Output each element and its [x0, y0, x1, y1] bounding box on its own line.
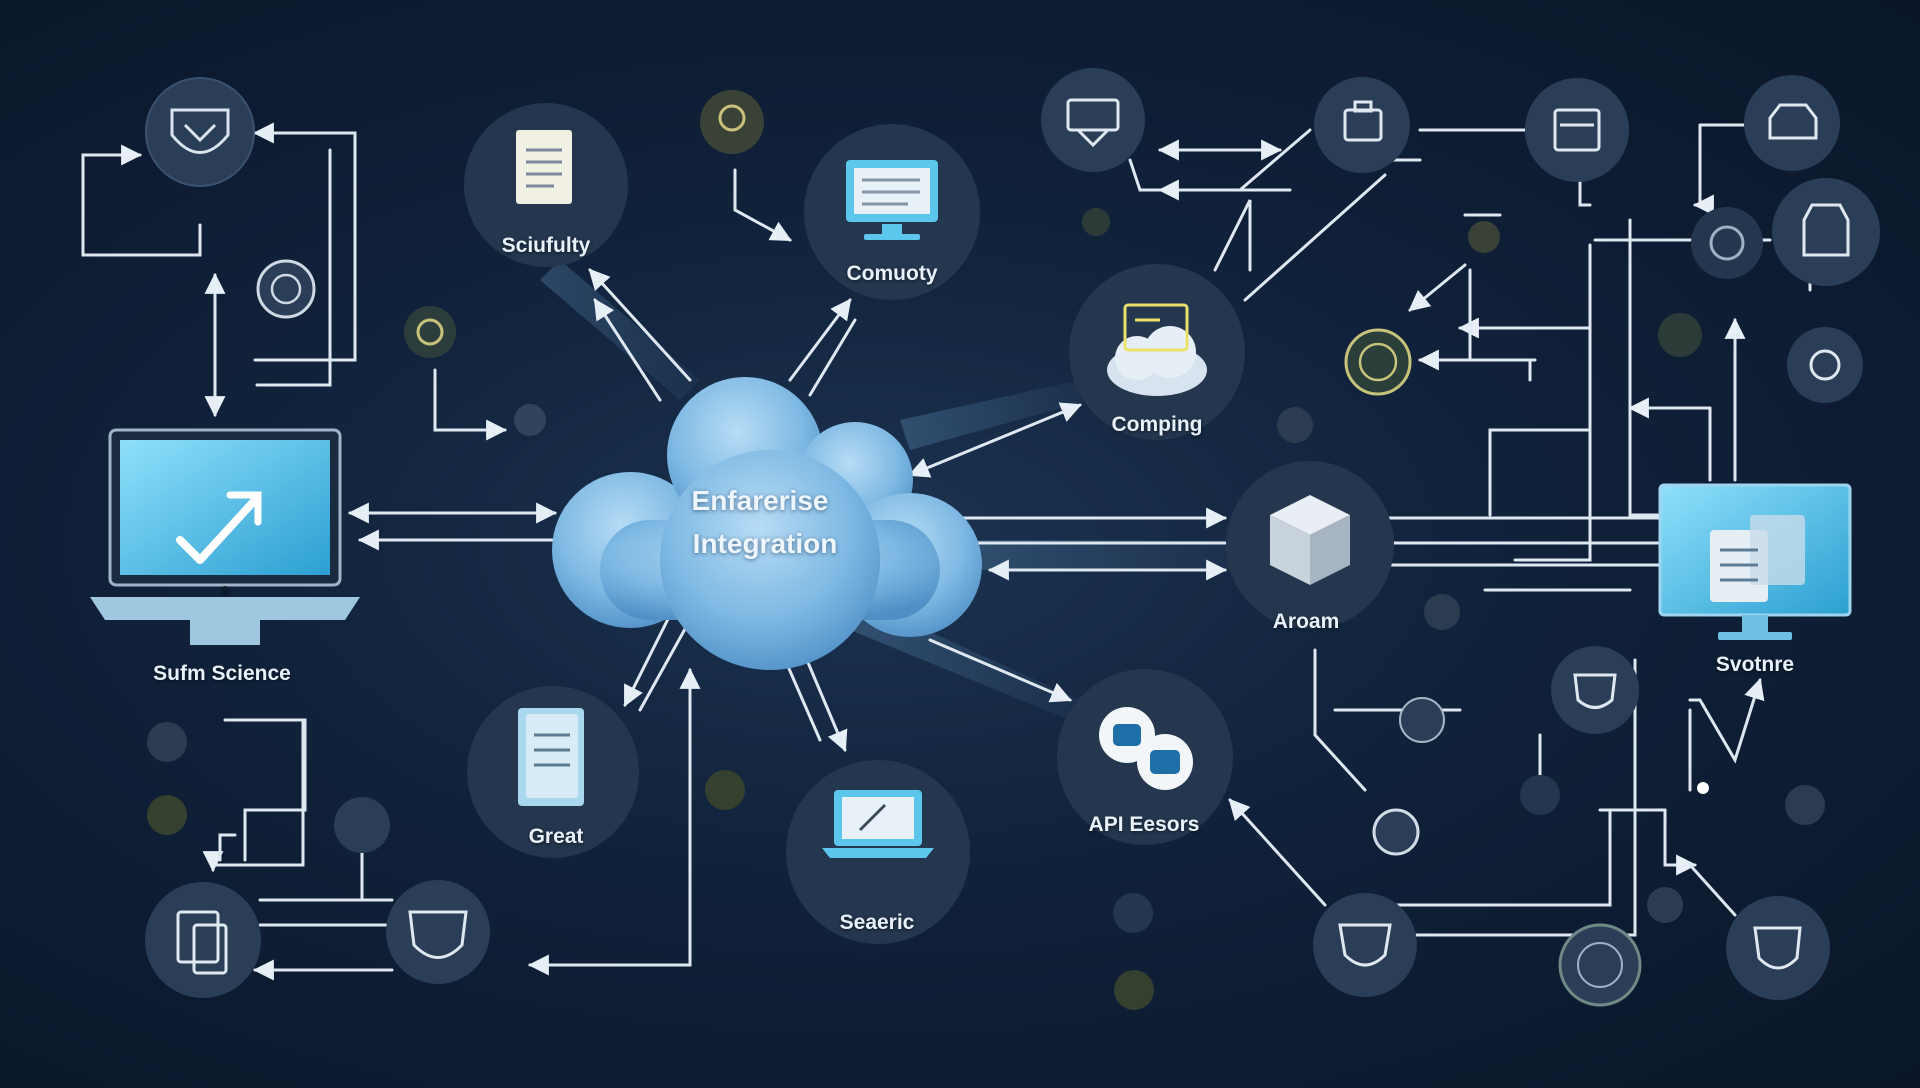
label-sciufulty: Sciufulty	[501, 234, 591, 257]
label-api-esors: API Eesors	[1088, 813, 1200, 836]
shield-badge-icon	[386, 880, 490, 984]
desktop-icon	[1658, 483, 1852, 640]
label-svotnre: Svotnre	[1715, 653, 1795, 676]
label-seaeric: Seaeric	[839, 911, 915, 934]
hub-cloud	[552, 377, 982, 670]
connectors	[81, 98, 1812, 981]
inbox-icon	[1772, 178, 1880, 286]
laptop-edit-icon	[786, 760, 970, 944]
seal-icon	[1558, 923, 1642, 1007]
server-icon	[1525, 78, 1629, 182]
document-icon	[464, 103, 628, 267]
phone-icon	[1691, 207, 1763, 279]
shield-icon	[145, 77, 255, 187]
label-aroam: Aroam	[1272, 610, 1340, 633]
cube-icon	[1226, 461, 1394, 629]
printer-icon	[1041, 68, 1145, 172]
label-comuoty: Comuoty	[846, 262, 938, 285]
label-comping: Comping	[1111, 413, 1203, 436]
tray-icon	[1744, 75, 1840, 171]
dot-icon	[514, 404, 546, 436]
label-great: Great	[528, 825, 584, 848]
hub-title-line1: Enfarerise	[691, 485, 829, 516]
monitor-icon	[804, 124, 980, 300]
headset-icon	[256, 259, 316, 319]
laptop-icon	[90, 428, 360, 645]
lock-icon	[1787, 327, 1863, 403]
user-group-icon	[404, 306, 456, 358]
label-sufm-science: Sufm Science	[153, 662, 291, 685]
small-node-icon	[147, 208, 1825, 1010]
globe-icon	[1344, 328, 1412, 396]
hub-title-line2: Integration	[692, 528, 838, 559]
heart-shield-icon	[1726, 896, 1830, 1000]
api-icon	[1057, 669, 1233, 845]
briefcase-icon	[1314, 77, 1410, 173]
badge-icon	[700, 90, 764, 154]
clipboard-icon	[145, 882, 261, 998]
cloud-box-icon	[1069, 264, 1245, 440]
cert-icon	[1551, 646, 1639, 734]
emblem-icon	[1313, 893, 1417, 997]
folder-icon	[467, 686, 639, 858]
